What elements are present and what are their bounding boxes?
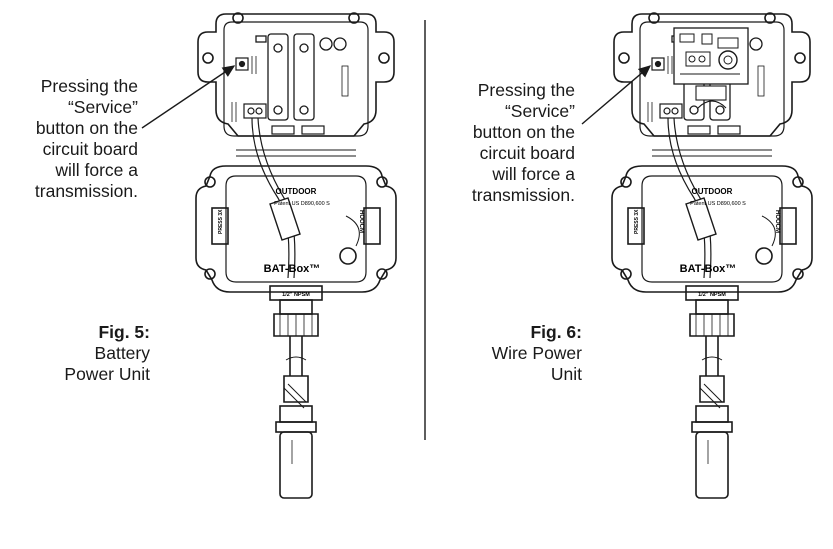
side-label-left: PRESS 3X bbox=[634, 209, 640, 234]
battery-unit-illustration: OUTDOOR Patent US D890,600 S BAT-Box™ 1/… bbox=[195, 12, 397, 499]
brand-label: BAT-Box™ bbox=[680, 263, 737, 275]
callout-line: “Service” bbox=[67, 97, 138, 117]
service-callout-left: Pressing the “Service” button on the cir… bbox=[10, 76, 138, 202]
brand-label: BAT-Box™ bbox=[264, 263, 321, 275]
callout-line: circuit board bbox=[479, 143, 575, 163]
figure-caption-right: Fig. 6: Wire Power Unit bbox=[462, 322, 582, 385]
callout-line: “Service” bbox=[504, 101, 575, 121]
figure-title-line: Unit bbox=[550, 364, 582, 384]
outdoor-label: OUTDOOR bbox=[692, 187, 733, 196]
figure-title-line: Wire Power bbox=[491, 343, 582, 363]
figure-number: Fig. 6: bbox=[530, 322, 582, 342]
service-button-arrow-right bbox=[581, 65, 652, 125]
callout-line: Pressing the bbox=[40, 76, 138, 96]
outdoor-label: OUTDOOR bbox=[276, 187, 317, 196]
side-label-right: HOOCM bbox=[358, 210, 364, 233]
side-label-left: PRESS 3X bbox=[218, 209, 224, 234]
fitting-label: 1/2" NPSM bbox=[698, 292, 726, 298]
callout-line: button on the bbox=[472, 122, 575, 142]
service-button-arrow-left bbox=[141, 65, 236, 129]
figure-title-line: Power Unit bbox=[64, 364, 150, 384]
side-label-right: HOOCM bbox=[774, 210, 780, 233]
callout-line: will force a bbox=[55, 160, 138, 180]
figure-title-line: Battery bbox=[94, 343, 150, 363]
callout-line: circuit board bbox=[42, 139, 138, 159]
figure-caption-left: Fig. 5: Battery Power Unit bbox=[30, 322, 150, 385]
service-callout-right: Pressing the “Service” button on the cir… bbox=[447, 80, 575, 206]
patent-label: Patent US D890,600 S bbox=[690, 201, 746, 207]
callout-line: will force a bbox=[492, 164, 575, 184]
figure-number: Fig. 5: bbox=[98, 322, 150, 342]
fitting-label: 1/2" NPSM bbox=[282, 292, 310, 298]
callout-line: transmission. bbox=[34, 181, 138, 201]
patent-label: Patent US D890,600 S bbox=[274, 201, 330, 207]
callout-line: transmission. bbox=[471, 185, 575, 205]
callout-line: button on the bbox=[35, 118, 138, 138]
wire-power-unit-illustration: OUTDOOR Patent US D890,600 S BAT-Box™ 1/… bbox=[611, 12, 813, 499]
callout-line: Pressing the bbox=[477, 80, 575, 100]
